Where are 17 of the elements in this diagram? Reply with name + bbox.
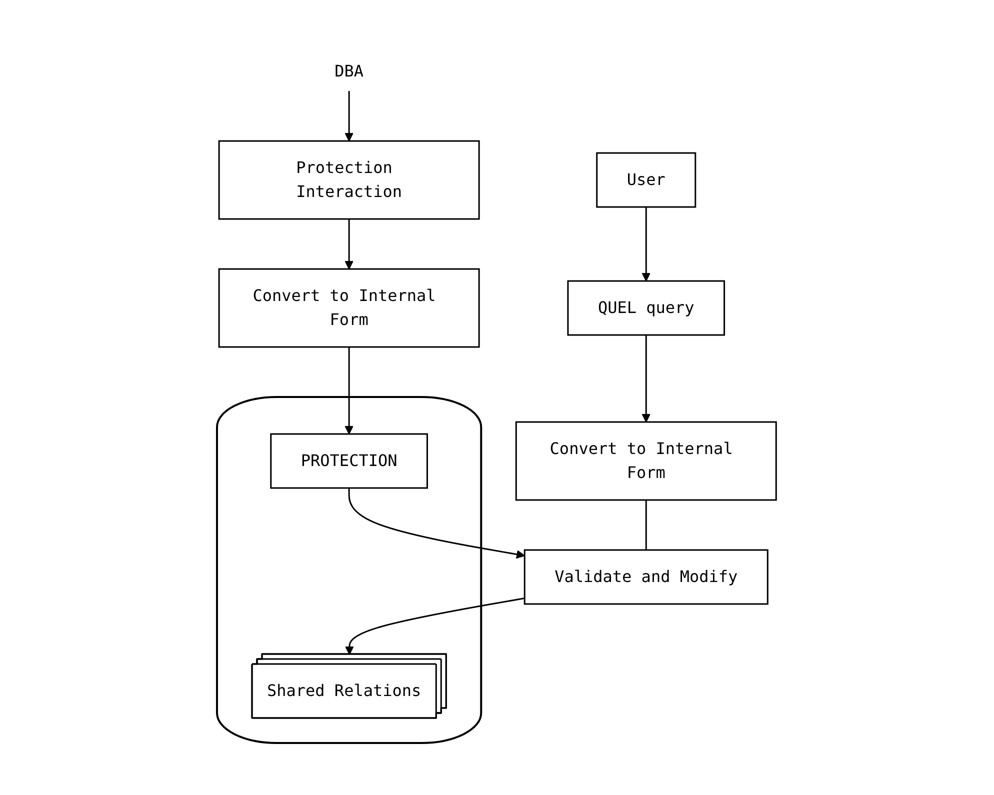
arrow: [345, 219, 354, 270]
node-box: User: [596, 152, 697, 208]
arrow: [642, 207, 651, 282]
arrow: [642, 335, 651, 422]
node-box: Validate and Modify: [524, 549, 769, 605]
arrow: [345, 91, 354, 142]
node-box: QUEL query: [568, 280, 726, 336]
arrow: [348, 488, 526, 559]
connector: [646, 500, 648, 550]
node-box: Convert to Internal Form: [218, 268, 480, 348]
node-box: Protection Interaction: [218, 140, 480, 220]
arrow: [345, 347, 354, 434]
node-box: Convert to Internal Form: [516, 421, 778, 501]
cluster: [216, 396, 483, 744]
arrow: [345, 598, 526, 655]
node-box: PROTECTION: [270, 433, 428, 489]
node-text: DBA: [335, 62, 364, 80]
